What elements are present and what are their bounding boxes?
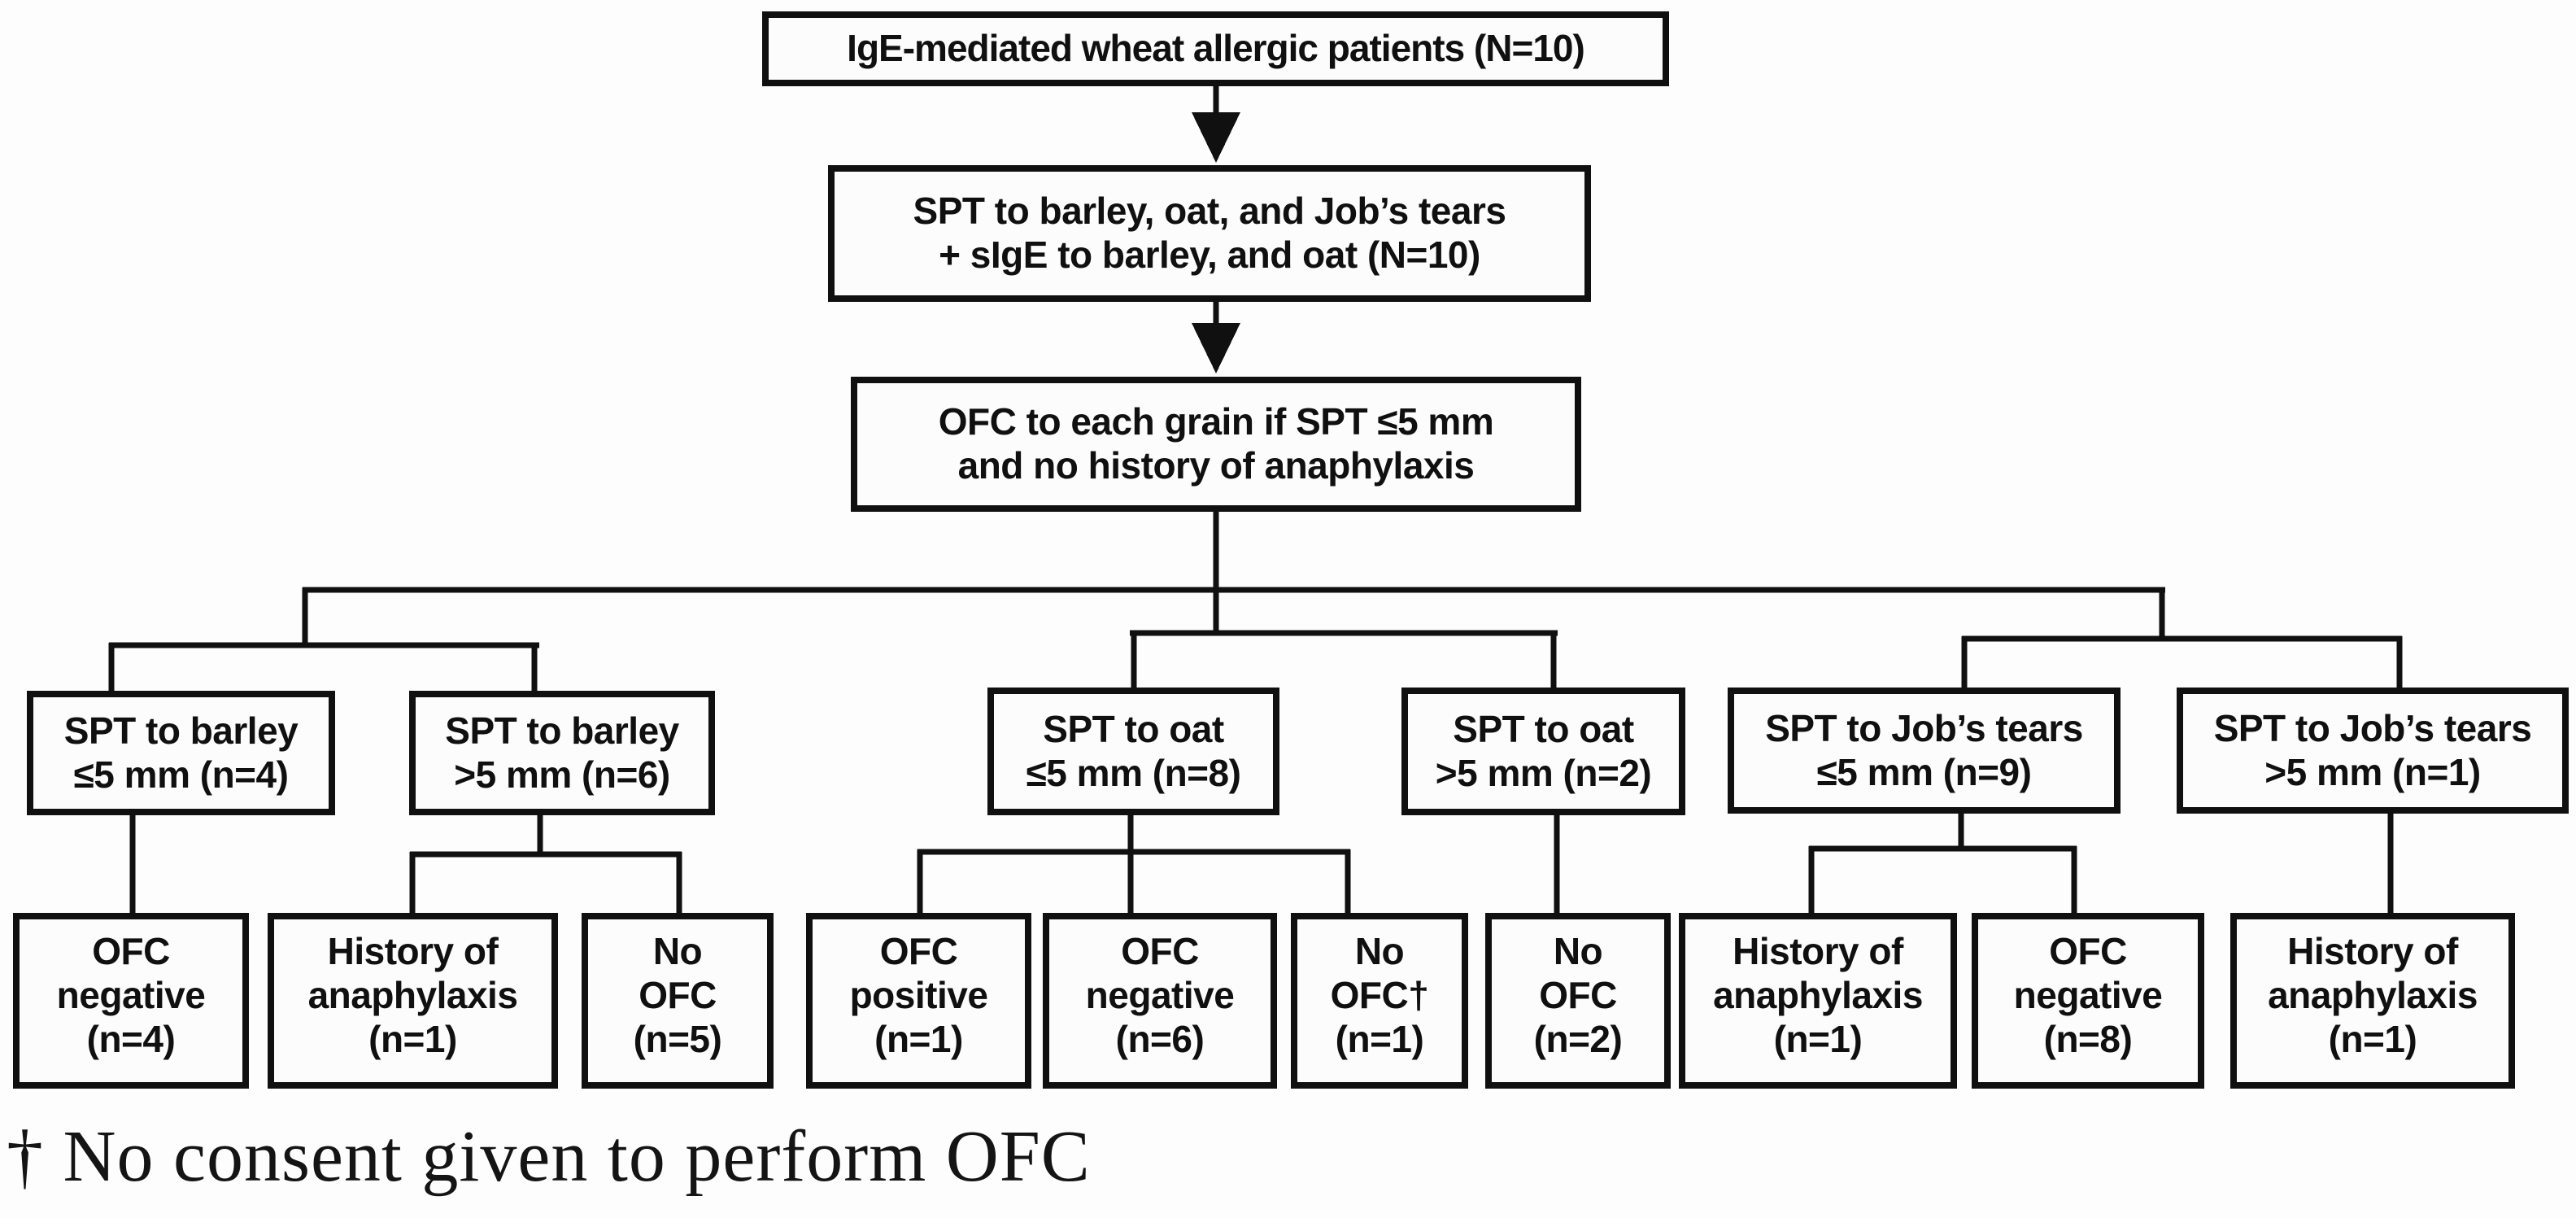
arrowhead-icon <box>1192 112 1240 163</box>
node-oat-gt5-no-ofc: No OFC (n=2) <box>1485 913 1671 1089</box>
node-barley-gt5-no-ofc: No OFC (n=5) <box>582 913 774 1089</box>
down-arrow-root-to-screening <box>1192 82 1240 163</box>
node-spt-jobs-tears-le5: SPT to Job’s tears ≤5 mm (n=9) <box>1728 688 2121 814</box>
node-spt-jobs-tears-gt5: SPT to Job’s tears >5 mm (n=1) <box>2177 688 2569 814</box>
connector-jobs-le5-children <box>1808 812 2077 916</box>
connector-oat-le5-children <box>917 812 1351 916</box>
node-spt-oat-gt5: SPT to oat >5 mm (n=2) <box>1401 688 1685 815</box>
node-spt-oat-le5: SPT to oat ≤5 mm (n=8) <box>987 688 1279 815</box>
node-spt-barley-gt5: SPT to barley >5 mm (n=6) <box>409 691 715 815</box>
node-ofc-criteria: OFC to each grain if SPT ≤5 mm and no hi… <box>851 377 1581 512</box>
connector-barley-gt5-children <box>409 812 682 916</box>
node-oat-le5-ofc-negative: OFC negative (n=6) <box>1043 913 1277 1089</box>
node-jobs-le5-ofc-negative: OFC negative (n=8) <box>1972 913 2204 1089</box>
node-oat-le5-ofc-positive: OFC positive (n=1) <box>806 913 1031 1089</box>
node-jobs-gt5-history-anaphylaxis: History of anaphylaxis (n=1) <box>2230 913 2515 1089</box>
down-arrow-screening-to-ofc-rule <box>1192 298 1240 373</box>
node-oat-le5-no-ofc-dagger: No OFC† (n=1) <box>1291 913 1468 1089</box>
node-barley-gt5-history-anaphylaxis: History of anaphylaxis (n=1) <box>268 913 558 1089</box>
node-spt-barley-le5: SPT to barley ≤5 mm (n=4) <box>27 691 335 815</box>
node-barley-le5-ofc-negative: OFC negative (n=4) <box>13 913 249 1089</box>
footnote-dagger-text: † No consent given to perform OFC <box>7 1116 1091 1197</box>
connector-ofc-rule-to-branches <box>108 508 2403 696</box>
node-jobs-le5-history-anaphylaxis: History of anaphylaxis (n=1) <box>1679 913 1957 1089</box>
arrowhead-icon <box>1192 323 1240 373</box>
node-spt-sige-screening: SPT to barley, oat, and Job’s tears + sI… <box>828 165 1591 302</box>
node-root: IgE-mediated wheat allergic patients (N=… <box>762 11 1669 86</box>
